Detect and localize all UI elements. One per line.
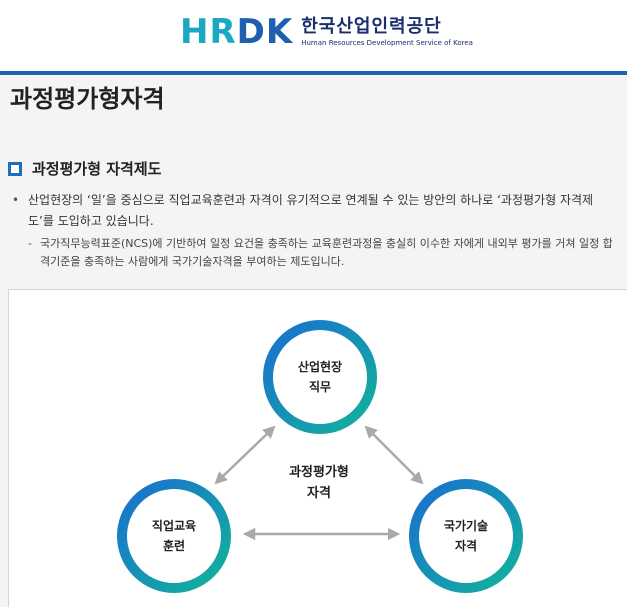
section-title: 과정평가형 자격제도 — [32, 160, 162, 178]
center-label: 과정평가형 자격 — [289, 465, 349, 501]
right-node-label: 국가기술 자격 — [443, 519, 489, 553]
hrdk-logo[interactable]: HRDK 한국산업인력공단 Human Resources Developmen… — [180, 12, 473, 52]
left-node-ring — [117, 479, 231, 593]
top-node-ring — [263, 320, 377, 434]
description-sub-bullet: 국가직무능력표준(NCS)에 기반하여 일정 요건을 충족하는 교육훈련과정을 … — [28, 235, 620, 271]
org-name-en: Human Resources Development Service of K… — [301, 39, 473, 47]
description-bullet: 산업현장의 ‘일’을 중심으로 직업교육훈련과 자격이 유기적으로 연계될 수 … — [12, 190, 617, 232]
right-node-ring — [409, 479, 523, 593]
page-title: 과정평가형자격 — [10, 85, 165, 113]
org-name-ko: 한국산업인력공단 — [301, 16, 442, 37]
diagram-graphic — [117, 320, 523, 593]
left-node-label: 직업교육 훈련 — [151, 519, 197, 553]
site-header: HRDK 한국산업인력공단 Human Resources Developmen… — [0, 0, 627, 75]
qualification-diagram: 산업현장 직무 직업교육 훈련 국가기술 자격 과정평가형 자격 — [8, 289, 627, 607]
logo-mark: HRDK — [180, 12, 294, 52]
arrow-top-left — [214, 425, 276, 485]
square-bullet-icon — [8, 161, 22, 176]
section-heading: 과정평가형 자격제도 — [8, 158, 161, 179]
arrow-top-right — [364, 425, 424, 485]
logo-text: 한국산업인력공단 Human Resources Development Ser… — [301, 16, 473, 48]
top-node-label: 산업현장 직무 — [297, 360, 343, 394]
